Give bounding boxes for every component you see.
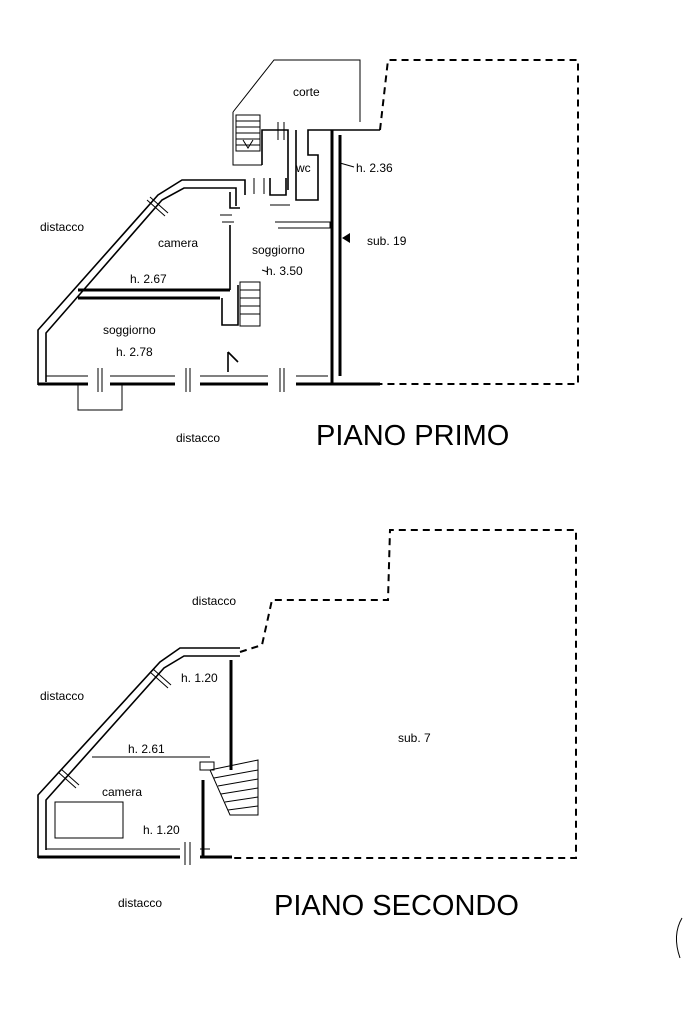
windows-diagonal — [146, 196, 169, 217]
label-h-soggiorno-right: h. 3.50 — [266, 264, 303, 278]
stairs-secondo — [199, 759, 259, 816]
wc-leader — [339, 162, 355, 168]
wall-soggiorno-inner — [275, 221, 331, 229]
wc-door-marks — [220, 122, 290, 223]
label-h-top-secondo: h. 1.20 — [181, 671, 218, 685]
sub7-outline — [232, 529, 577, 859]
secondo-outer-wall-outer — [37, 647, 240, 858]
label-distacco-bottom-primo: distacco — [176, 431, 220, 445]
label-soggiorno-right: soggiorno — [252, 243, 305, 257]
label-h-bottom-secondo: h. 1.20 — [143, 823, 180, 837]
label-h-wc: h. 2.36 — [356, 161, 393, 175]
label-sub19: sub. 19 — [367, 234, 407, 248]
wall-sub19-divider — [330, 130, 342, 384]
wc-walls — [261, 129, 380, 201]
label-distacco-top-secondo: distacco — [192, 594, 236, 608]
bed-area — [54, 801, 124, 839]
label-sub7: sub. 7 — [398, 731, 431, 745]
stairs-primo — [239, 281, 261, 327]
sub19-arrow — [342, 233, 350, 243]
sub19-outline — [379, 59, 579, 385]
wall-interior-vertical — [221, 225, 239, 326]
balcony — [77, 384, 123, 411]
label-distacco-left-primo: distacco — [40, 220, 84, 234]
label-h-mid-secondo: h. 2.61 — [128, 742, 165, 756]
outer-wall-inner — [45, 187, 237, 382]
wc-interior — [229, 178, 287, 209]
label-wc: wc — [295, 161, 311, 175]
wall-bottom-door — [227, 351, 239, 372]
label-corte: corte — [293, 85, 320, 99]
label-distacco-left-secondo: distacco — [40, 689, 84, 703]
edge-mark — [676, 917, 683, 959]
label-h-soggiorno-left: h. 2.78 — [116, 345, 153, 359]
corte-outline — [232, 59, 361, 166]
piano-primo-plan — [37, 59, 579, 411]
label-distacco-bottom-secondo: distacco — [118, 896, 162, 910]
label-h-camera: h. 2.67 — [130, 272, 167, 286]
secondo-windows — [57, 668, 191, 865]
title-piano-primo: PIANO PRIMO — [316, 420, 509, 452]
piano-secondo-plan — [37, 529, 577, 865]
label-camera-primo: camera — [158, 236, 198, 250]
secondo-outer-wall-inner — [45, 655, 240, 850]
label-soggiorno-left: soggiorno — [103, 323, 156, 337]
wall-camera-soggiorno — [78, 288, 230, 300]
title-piano-secondo: PIANO SECONDO — [274, 890, 519, 922]
label-camera-secondo: camera — [102, 785, 142, 799]
corte-stairs — [235, 114, 261, 152]
outer-wall-outer — [37, 179, 246, 385]
secondo-interior-wall — [201, 660, 233, 857]
windows-bottom — [97, 368, 285, 392]
soggiorno-leader — [261, 269, 269, 273]
